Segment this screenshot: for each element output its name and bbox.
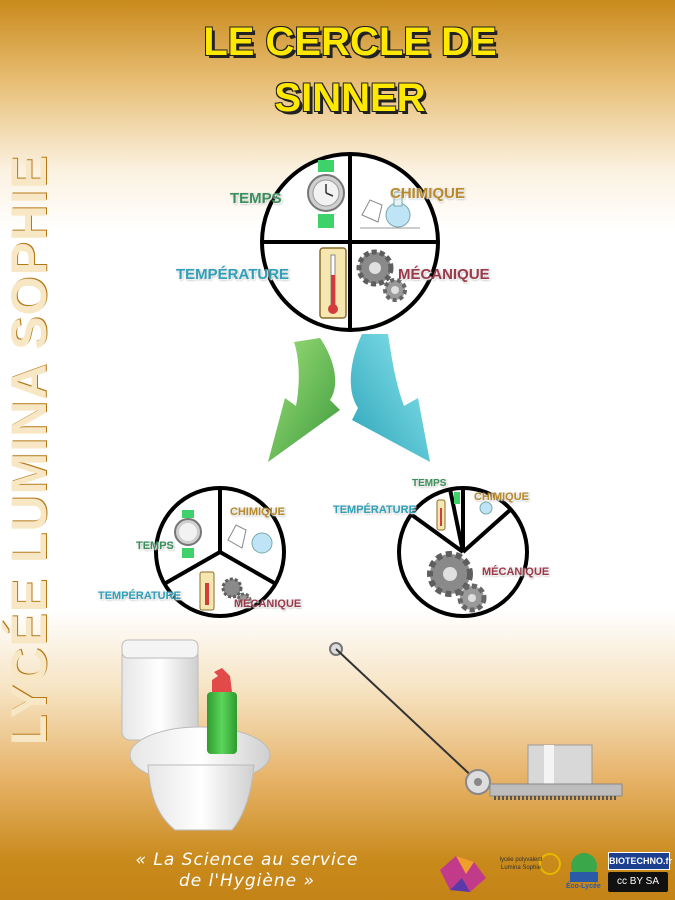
watch-icon bbox=[307, 160, 345, 228]
circle-balanced bbox=[154, 486, 286, 618]
watch-icon bbox=[454, 492, 460, 504]
page-title-line-2: SINNER bbox=[274, 76, 426, 120]
main-sinner-circle bbox=[260, 152, 440, 332]
lumina-logo-icon bbox=[440, 856, 486, 892]
mechanical-label-mecanique: MÉCANIQUE bbox=[482, 566, 550, 578]
balanced-label-temperature: TEMPÉRATURE bbox=[98, 590, 181, 602]
main-label-chimique: CHIMIQUE bbox=[390, 185, 465, 202]
mechanical-label-temps: TEMPS bbox=[412, 478, 447, 489]
eco-lycee-logo-icon bbox=[539, 853, 598, 882]
watch-icon bbox=[174, 510, 202, 558]
chemistry-flask-icon bbox=[479, 501, 493, 515]
toilet-icon bbox=[121, 639, 271, 831]
cleaner-bottle-icon bbox=[207, 668, 237, 754]
tagline: « La Science au service de l'Hygiène » bbox=[62, 850, 432, 892]
circle-mechanical-dominant bbox=[397, 486, 529, 618]
mechanical-label-temperature: TEMPÉRATURE bbox=[333, 504, 416, 516]
balanced-label-mecanique: MÉCANIQUE bbox=[234, 598, 302, 610]
balanced-label-temps: TEMPS bbox=[136, 540, 174, 552]
thermometer-icon bbox=[319, 247, 347, 319]
main-label-temps: TEMPS bbox=[230, 190, 282, 207]
cc-license-badge: cc BY SA bbox=[608, 872, 668, 892]
lumina-logo-text: lycée polyvalent Lumina Sophie bbox=[499, 857, 543, 871]
chemistry-flask-icon bbox=[227, 524, 273, 554]
main-label-temperature: TEMPÉRATURE bbox=[176, 266, 290, 283]
biotechno-logo: BIOTECHNO.fr bbox=[608, 852, 672, 870]
gears-icon bbox=[427, 551, 487, 613]
thermometer-icon bbox=[199, 571, 215, 611]
main-label-mecanique: MÉCANIQUE bbox=[398, 266, 490, 283]
green-arrow-icon bbox=[268, 338, 340, 462]
gears-icon bbox=[221, 577, 252, 608]
page-title-line-1: LE CERCLE DE bbox=[203, 20, 497, 64]
mechanical-label-chimique: CHIMIQUE bbox=[474, 491, 529, 503]
broom-icon bbox=[329, 642, 623, 800]
tagline-line-2: de l'Hygiène » bbox=[179, 871, 315, 891]
cyan-arrow-icon bbox=[350, 334, 430, 462]
eco-lycee-text: Éco-Lycée bbox=[566, 883, 601, 890]
tagline-line-1: « La Science au service bbox=[135, 850, 359, 870]
thermometer-icon bbox=[436, 499, 446, 531]
chemistry-flask-icon bbox=[360, 191, 420, 229]
gears-icon bbox=[356, 249, 407, 302]
balanced-label-chimique: CHIMIQUE bbox=[230, 506, 285, 518]
